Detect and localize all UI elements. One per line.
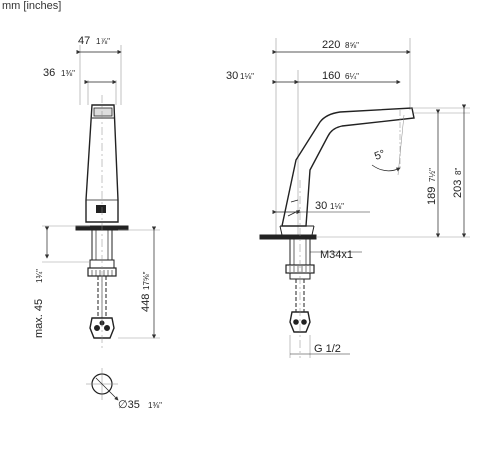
dim-spout-angle: 5° xyxy=(373,148,387,163)
dim-lever-offset: 30 xyxy=(315,200,327,212)
front-view xyxy=(42,45,160,401)
dim-height-outlet: 189 xyxy=(426,187,438,205)
dim-width-body-in: 1⅜" xyxy=(61,69,75,78)
side-view-labels: 220 8⅝" 30 1⅛" 160 6¼" 5° 189 7½" 203 8"… xyxy=(226,39,464,355)
units-label: mm [inches] xyxy=(2,0,62,12)
dim-height-total-in: 8" xyxy=(454,168,463,175)
dim-offset-rear-in: 1⅛" xyxy=(240,72,254,81)
dim-projection-total: 220 xyxy=(322,39,340,51)
dim-offset-rear: 30 xyxy=(226,70,238,82)
dim-projection-total-in: 8⅝" xyxy=(345,41,359,50)
dim-projection-spout: 160 xyxy=(322,70,340,82)
front-view-labels: 47 1⅞" 36 1⅜" max. 45 1¾" 448 17⅝" ∅35 1… xyxy=(33,35,162,411)
dim-width-body: 36 xyxy=(43,67,55,79)
side-view xyxy=(259,38,470,358)
dim-length-below: 448 xyxy=(140,294,152,312)
dim-lever-offset-in: 1⅛" xyxy=(330,202,344,211)
dim-height-outlet-in: 7½" xyxy=(428,168,437,182)
thread-size-label: M34x1 xyxy=(320,249,353,261)
dim-height-total: 203 xyxy=(452,180,464,198)
dim-width-top-in: 1⅞" xyxy=(96,37,110,46)
dim-max-deck-in: 1¾" xyxy=(35,269,44,283)
dim-projection-spout-in: 6¼" xyxy=(345,72,359,81)
dim-hole-diameter-in: 1⅜" xyxy=(148,401,162,410)
connection-label: G 1/2 xyxy=(314,343,341,355)
dim-width-top: 47 xyxy=(78,35,90,47)
dim-hole-diameter: ∅35 xyxy=(118,399,140,411)
dim-max-deck: max. 45 xyxy=(33,299,45,338)
dim-length-below-in: 17⅝" xyxy=(142,271,151,290)
